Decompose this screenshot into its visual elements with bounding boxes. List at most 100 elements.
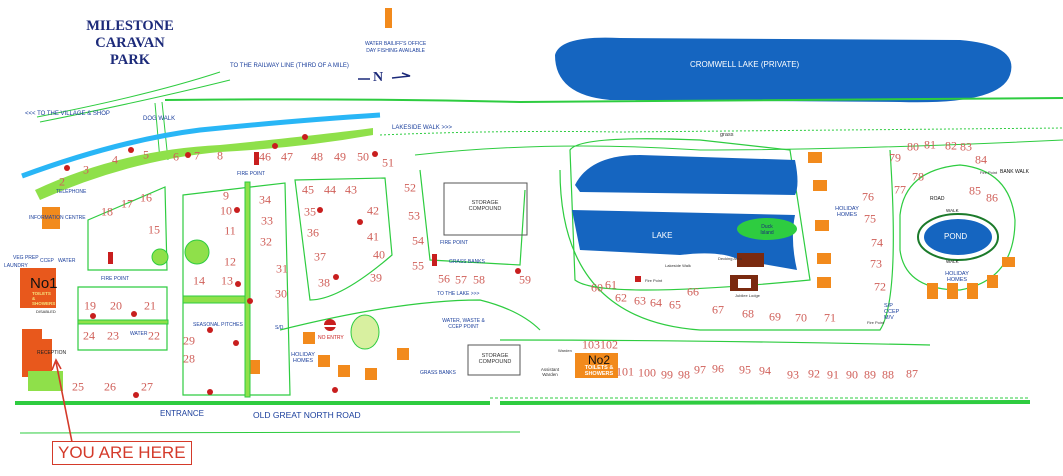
pitch-number: 2 (59, 174, 65, 189)
pitch-number: 61 (605, 277, 617, 292)
pitch-number: 44 (324, 182, 336, 197)
map-label-to-lake: TO THE LAKE >>> (437, 291, 480, 297)
pitch-number: 35 (304, 204, 316, 219)
map-label-decking: Decking Area (718, 256, 742, 261)
pitch-number: 60 (591, 280, 603, 295)
map-label-lakeside-walk-small: Lakeside Walk (665, 263, 691, 268)
map-label-fire-point-small: Fire Point (867, 320, 885, 325)
pitch-number: 13 (221, 273, 233, 288)
pitch-number: 23 (107, 328, 119, 343)
pitch-number: 9 (223, 188, 229, 203)
pitch-number: 59 (519, 272, 531, 287)
pitch-number: 52 (404, 180, 416, 195)
pitch-number: 49 (334, 149, 346, 164)
map-label-disabled: DISABLED (36, 309, 56, 314)
map-label-cromwell: CROMWELL LAKE (PRIVATE) (690, 60, 800, 69)
pitch-number: 32 (260, 234, 272, 249)
pitch-number: 31 (276, 261, 288, 276)
map-label-laundry: LAUNDRY (4, 263, 28, 269)
pitch-number: 12 (224, 254, 236, 269)
map-label-village: <<< TO THE VILLAGE & SHOP (25, 111, 110, 117)
pitch-number: 102 (600, 337, 618, 352)
pitch-number: 82 (945, 138, 957, 153)
pitch-number: 70 (795, 310, 807, 325)
map-label-warden: Warden (558, 348, 572, 353)
title-line1: MILESTONE CARAVAN (86, 18, 174, 51)
pitch-number: 103 (582, 337, 600, 352)
pitch-number: 83 (960, 139, 972, 154)
map-label-railway: TO THE RAILWAY LINE (THIRD OF A MILE) (230, 63, 349, 69)
pitch-number: 15 (148, 222, 160, 237)
pitch-number: 55 (412, 258, 424, 273)
map-label-fire-point: FIRE POINT (440, 240, 469, 246)
pitch-number: 21 (144, 298, 156, 313)
pitch-number: 94 (759, 363, 771, 378)
pitch-number: 73 (870, 256, 882, 271)
pitch-number: 78 (912, 169, 924, 184)
pond (924, 219, 992, 255)
no1-block (20, 268, 56, 308)
pitch-number: 4 (112, 152, 118, 167)
map-label-jubilee: Jubilee Lodge (735, 293, 760, 298)
map-label-road: OLD GREAT NORTH ROAD (253, 410, 361, 420)
map-label-lake: LAKE (652, 231, 673, 240)
pitch-number: 91 (827, 367, 839, 382)
pitch-number: 79 (889, 150, 901, 165)
pitch-number: 6 (173, 149, 179, 164)
pitch-number: 88 (882, 367, 894, 382)
pitch-number: 56 (438, 271, 450, 286)
map-label-fire-point: FIRE POINT (237, 171, 266, 177)
pitch-number: 97 (694, 362, 706, 377)
pitch-number: 81 (924, 137, 936, 152)
pitch-number: 71 (824, 310, 836, 325)
map-label-no2: No2 (588, 353, 611, 367)
pitch-number: 45 (302, 182, 314, 197)
map-label-grass: grass (720, 132, 734, 138)
pitch-number: 69 (769, 309, 781, 324)
map-label-no-entry: NO ENTRY (318, 335, 344, 341)
pitch-number: 76 (862, 189, 874, 204)
pitch-number: 11 (224, 223, 236, 238)
pitch-number: 36 (307, 225, 319, 240)
pitch-number: 41 (367, 229, 379, 244)
reception-block (22, 329, 42, 377)
map-label-walk: WALK (946, 259, 959, 264)
map-label-dog-walk: DOG WALK (143, 116, 176, 122)
pitch-number: 22 (148, 328, 160, 343)
map-label-bank-walk: BANK WALK (1000, 169, 1029, 175)
pitch-number: 66 (687, 284, 699, 299)
pitch-number: 47 (281, 149, 293, 164)
map-label-telephone: TELEPHONE (56, 189, 87, 195)
map-label-ccep: CCEP (40, 258, 54, 264)
pitch-number: 68 (742, 306, 754, 321)
pitch-number: 40 (373, 247, 385, 262)
pitch-number: 77 (894, 182, 906, 197)
map-label-no1-sub: TOILETS & SHOWERS (32, 291, 56, 306)
pitch-number: 84 (975, 152, 987, 167)
pitch-number: 67 (712, 302, 724, 317)
pitch-number: 65 (669, 297, 681, 312)
pitch-number: 29 (183, 333, 195, 348)
pitch-number: 33 (261, 213, 273, 228)
map-label-duck-island: Duck Island (760, 224, 774, 236)
bailiff-line2: DAY FISHING AVAILABLE (366, 48, 426, 54)
pitch-number: 26 (104, 379, 116, 394)
pitch-number: 5 (143, 147, 149, 162)
pitch-number: 17 (121, 196, 133, 211)
map-label-no1: No1 (30, 275, 58, 292)
pitch-number: 18 (101, 204, 113, 219)
pitch-number: 7 (194, 148, 200, 163)
pitch-number: 27 (141, 379, 153, 394)
map-label-fire-point-small: Fire Point (980, 170, 998, 175)
map-label-grass-banks: GRASS BANKS (420, 370, 456, 376)
no2-block (575, 353, 618, 378)
pitch-number: 87 (906, 366, 918, 381)
info-block (42, 207, 60, 229)
map-label-water-waste: WATER, WASTE & CCEP POINT (442, 318, 485, 330)
map-label-pond: POND (944, 232, 968, 241)
pitch-number: 39 (370, 270, 382, 285)
map-label-seasonal: SEASONAL PITCHES (193, 322, 243, 328)
pitch-number: 46 (259, 149, 271, 164)
